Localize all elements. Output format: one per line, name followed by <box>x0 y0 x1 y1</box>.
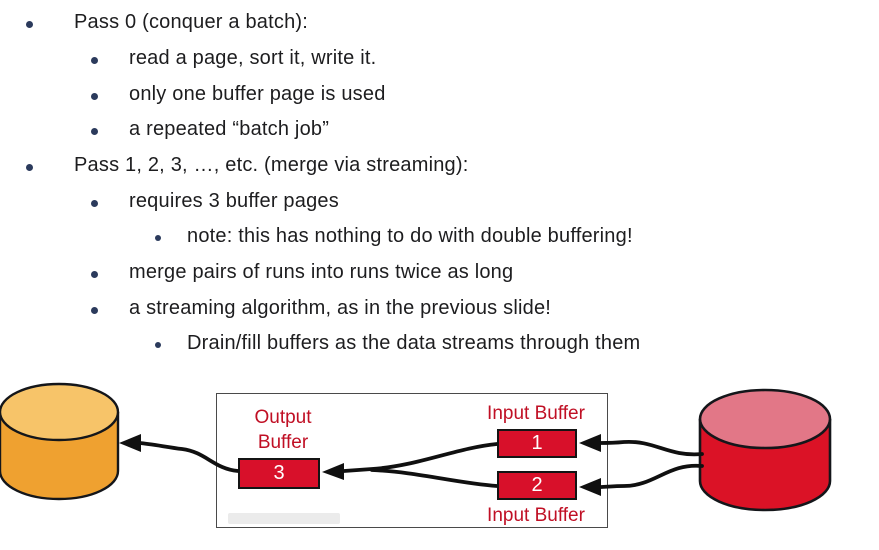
bullet-line: requires 3 buffer pages <box>0 185 879 221</box>
bullet-dot <box>91 93 98 100</box>
bullet-line: read a page, sort it, write it. <box>0 42 879 78</box>
bullet-text: Pass 1, 2, 3, …, etc. (merge via streami… <box>74 154 469 176</box>
arrow-buffers-merge-to-box3 <box>322 442 499 488</box>
bullet-text: requires 3 buffer pages <box>129 190 339 212</box>
input-buffer-top-label: Input Buffer <box>487 403 585 424</box>
arrowhead-to-output-disk <box>119 434 141 452</box>
bullet-dot <box>91 200 98 207</box>
arrowhead-to-box3 <box>322 463 344 480</box>
buffer-page-number: 1 <box>531 432 543 454</box>
bullet-text: merge pairs of runs into runs twice as l… <box>129 261 514 283</box>
bullet-line: merge pairs of runs into runs twice as l… <box>0 256 879 292</box>
arrow-disk-to-buffer1 <box>579 434 704 457</box>
bullet-line: only one buffer page is used <box>0 78 879 114</box>
buffer-page-number: 3 <box>273 462 285 484</box>
bullet-text: Drain/fill buffers as the data streams t… <box>187 332 641 354</box>
bullet-line: Pass 0 (conquer a batch): <box>0 6 879 42</box>
arrowhead-to-buffer2 <box>579 478 601 496</box>
input-disk-cylinder <box>698 388 832 512</box>
bullet-dot <box>155 342 161 348</box>
bullet-dot <box>91 271 98 278</box>
faint-watermark <box>228 513 340 524</box>
output-disk-top <box>0 382 120 442</box>
arrowhead-to-buffer1 <box>579 434 601 452</box>
bullet-dot <box>26 21 33 28</box>
input-buffer-bottom-label: Input Buffer <box>487 505 585 526</box>
bullet-dot <box>91 307 98 314</box>
bullet-line: note: this has nothing to do with double… <box>0 220 879 256</box>
output-buffer-label: Output Buffer <box>254 407 312 453</box>
bullet-text: read a page, sort it, write it. <box>129 47 377 69</box>
input-buffer-page-2: 2 <box>497 471 577 500</box>
bullet-line: a streaming algorithm, as in the previou… <box>0 292 879 328</box>
bullet-line: Drain/fill buffers as the data streams t… <box>0 327 879 363</box>
arrow-box3-to-output-disk <box>119 434 240 473</box>
bullet-text: note: this has nothing to do with double… <box>187 225 633 247</box>
bullet-text: Pass 0 (conquer a batch): <box>74 11 309 33</box>
bullet-text: a repeated “batch job” <box>129 118 330 140</box>
bullet-text: a streaming algorithm, as in the previou… <box>129 297 552 319</box>
bullet-dot <box>91 128 98 135</box>
input-disk-top <box>698 388 832 450</box>
bullet-text: only one buffer page is used <box>129 83 386 105</box>
bullet-line: a repeated “batch job” <box>0 113 879 149</box>
bullet-line: Pass 1, 2, 3, …, etc. (merge via streami… <box>0 149 879 185</box>
bullet-dot <box>26 164 33 171</box>
input-buffer-page-1: 1 <box>497 429 577 458</box>
buffer-page-number: 2 <box>531 474 543 496</box>
bullet-dot <box>91 57 98 64</box>
output-disk-cylinder <box>0 382 120 501</box>
output-buffer-page-3: 3 <box>238 458 320 489</box>
arrow-disk-to-buffer2 <box>579 463 704 496</box>
bullet-dot <box>155 235 161 241</box>
